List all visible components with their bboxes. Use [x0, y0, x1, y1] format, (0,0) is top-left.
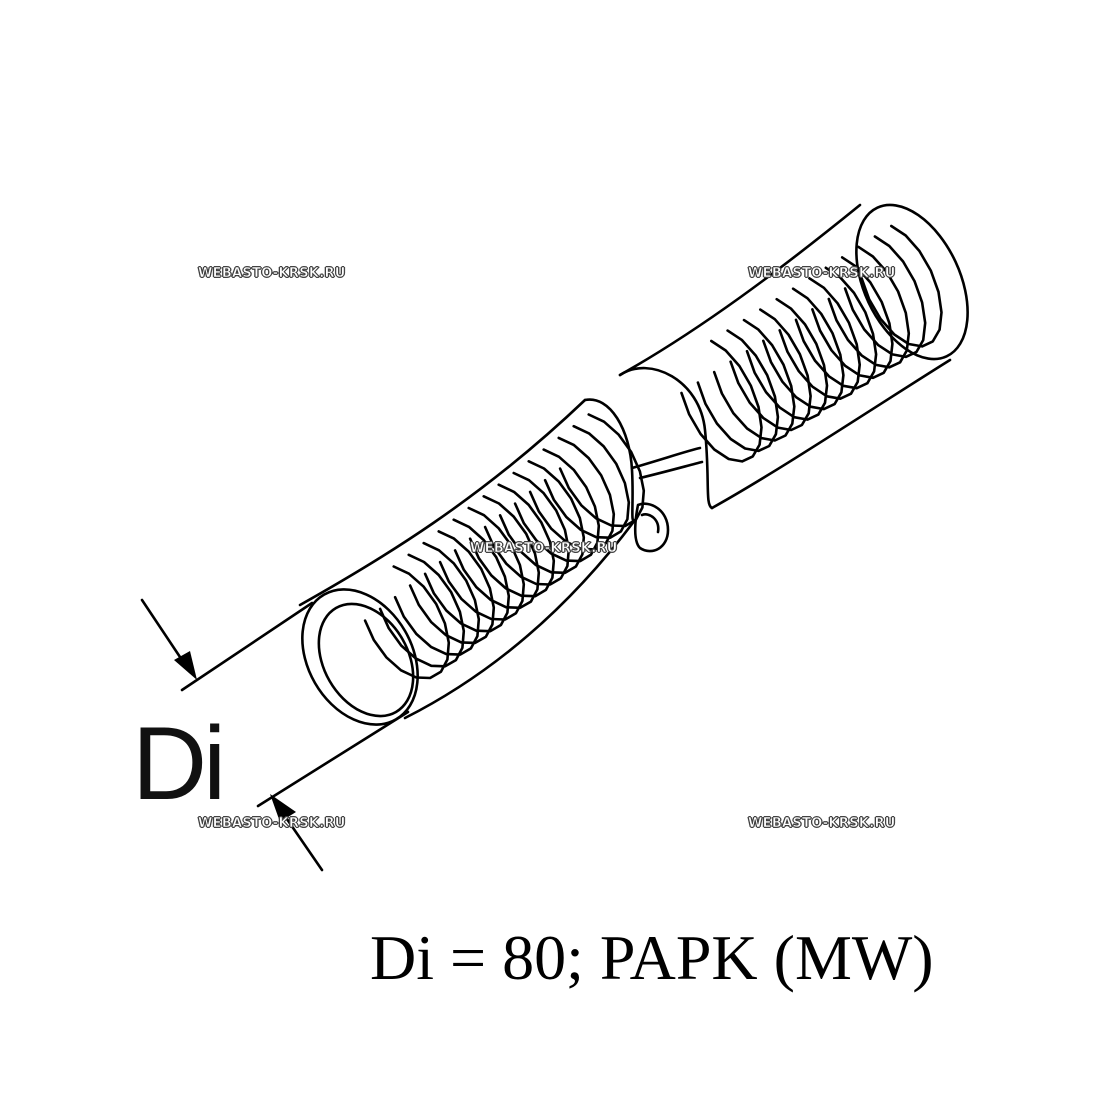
watermark: WEBASTO-KRSK.RU	[470, 541, 618, 557]
watermark: WEBASTO-KRSK.RU	[198, 816, 346, 832]
caption: Di = 80; PAPK (MW)	[370, 922, 934, 993]
hose-rib	[558, 413, 646, 528]
arrow-top	[174, 651, 197, 680]
clamp	[630, 446, 704, 553]
watermark: WEBASTO-KRSK.RU	[198, 266, 346, 282]
left-hose-ribs	[363, 413, 646, 680]
arrow-bottom	[270, 794, 296, 822]
right-hose	[618, 203, 969, 510]
right-hose-ribs	[680, 224, 943, 463]
dimension-label: Di	[132, 706, 226, 822]
hose-rib	[860, 224, 943, 348]
watermark: WEBASTO-KRSK.RU	[748, 816, 896, 832]
watermark: WEBASTO-KRSK.RU	[748, 266, 896, 282]
left-hose	[298, 398, 646, 726]
